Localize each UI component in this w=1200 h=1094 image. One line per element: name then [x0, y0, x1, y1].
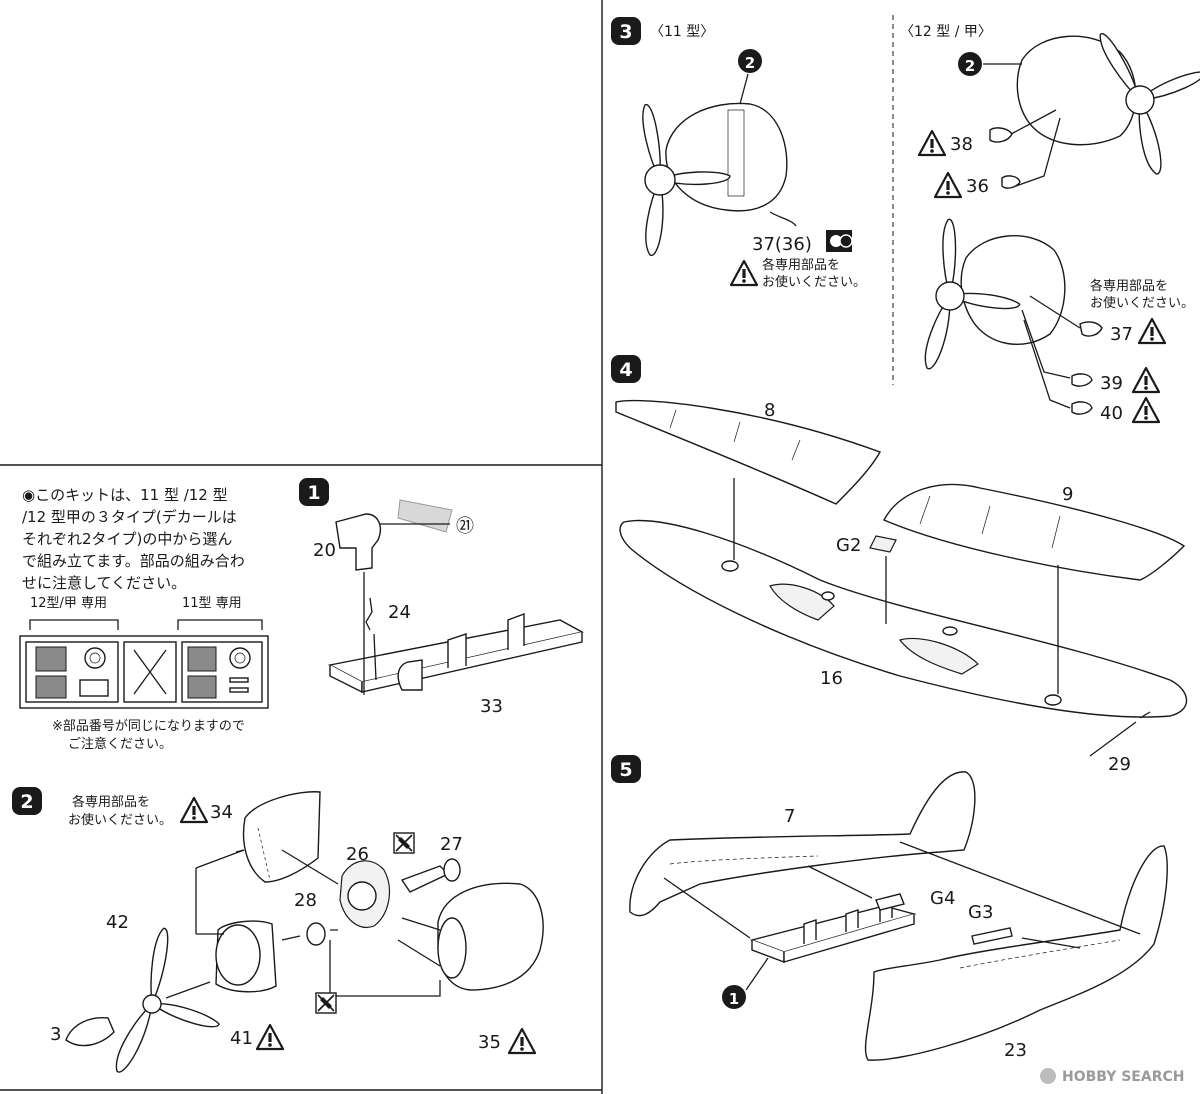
part-label: 33 [480, 696, 503, 717]
part-23-fuselage-half [864, 845, 1168, 1061]
watermark: HOBBY SEARCH [1040, 1068, 1184, 1085]
part-3-spinner [65, 1017, 115, 1047]
part-34-firewall [242, 791, 321, 883]
part-badge [958, 52, 982, 76]
part-label: G2 [836, 535, 861, 556]
part-label: 20 [313, 540, 336, 561]
part-9-wing-upper-right [883, 483, 1186, 581]
part-label: 29 [1108, 754, 1131, 775]
warning-triangle-icon [507, 1027, 537, 1055]
step-badge [611, 355, 641, 383]
step-number: 2 [20, 791, 33, 813]
intro-note: ご注意ください。 [68, 736, 172, 752]
variant-11: 〈11 型〉 [650, 24, 714, 40]
intro-note: ※部品番号が同じになりますので [52, 719, 245, 734]
step-3: 3 〈11 型〉 〈12 型 / 甲〉 2 37(36) 各専用部品を お使いく… [611, 4, 1200, 424]
step-5: 5 1 7 G4 G3 23 [611, 755, 1168, 1061]
part-8-wing-upper-left [615, 399, 882, 505]
part-label: 1 [729, 990, 739, 1008]
part-label: 23 [1004, 1040, 1027, 1061]
part-28-washer [306, 922, 326, 946]
intro-line: /12 型甲の３タイプ(デカールは [22, 508, 237, 526]
runner-label-left: 12型/甲 専用 [30, 596, 107, 611]
part-label: 37(36) [752, 234, 812, 255]
engine-assembly-12-ko [919, 218, 1103, 415]
part-label: 42 [106, 912, 129, 933]
part-G3 [971, 927, 1013, 945]
warning-triangle-icon [1131, 366, 1161, 394]
warning-triangle-icon [729, 259, 759, 287]
part-label: 37 [1110, 324, 1133, 345]
intro-line: ◉このキットは、11 型 /12 型 [22, 486, 228, 504]
part-label: 26 [346, 844, 369, 865]
step-note: 各専用部品を [762, 257, 840, 273]
step-note: 各専用部品を [1090, 278, 1168, 294]
step-badge [12, 787, 42, 815]
part-badge [722, 985, 746, 1009]
part-label: 28 [294, 890, 317, 911]
cut-mark-icon [393, 832, 415, 854]
part-label: G4 [930, 888, 955, 909]
engine-assembly-11 [642, 102, 797, 257]
part-label: 8 [764, 400, 775, 421]
warning-triangle-icon [255, 1023, 285, 1051]
watermark-text: HOBBY SEARCH [1062, 1069, 1184, 1085]
step-2: 2 各専用部品を お使いください。 34 26 27 28 42 3 41 [12, 787, 544, 1094]
warning-triangle-icon [933, 171, 963, 199]
part-label: 3 [50, 1024, 61, 1045]
part-G2 [869, 535, 897, 553]
paint-mark-icon [826, 230, 853, 252]
runner-diagram: 12型/甲 専用 11型 専用 ※部品番号が同じになりますので ご注意ください。 [19, 596, 269, 752]
intro-line: それぞれ2タイプ)の中から選ん [22, 530, 232, 548]
warning-triangle-icon [179, 796, 209, 824]
part-label: 27 [440, 834, 463, 855]
step-number: 5 [619, 759, 632, 781]
step-note: お使いください。 [1090, 295, 1194, 311]
step-note: お使いください。 [68, 812, 172, 828]
part-label: G3 [968, 902, 993, 923]
part-label: 2 [745, 54, 755, 72]
step-note: 各専用部品を [72, 794, 150, 810]
part-label: 9 [1062, 484, 1073, 505]
step-number: 4 [619, 359, 632, 381]
intro-line: せに注意してください。 [22, 574, 186, 592]
part-label: 38 [950, 134, 973, 155]
step-badge [299, 478, 329, 506]
engine-assembly-12 [989, 4, 1200, 189]
cut-mark-icon [315, 992, 337, 1014]
part-7-fuselage-half [629, 771, 976, 917]
step-number: 1 [307, 482, 320, 504]
step-number: 3 [619, 21, 632, 43]
warning-triangle-icon [917, 129, 947, 157]
part-label: 36 [966, 176, 989, 197]
part-label: 24 [388, 602, 411, 623]
part-label: 41 [230, 1028, 253, 1049]
part-label: 2 [965, 57, 975, 75]
part-badge [738, 49, 762, 73]
part-G4 [875, 893, 905, 911]
part-label: ㉑ [456, 516, 474, 537]
step-4: 4 8 9 G2 16 29 [611, 355, 1188, 775]
step-1: 1 20 ㉑ 24 33 [299, 478, 584, 717]
part-label: 7 [784, 806, 795, 827]
intro-line: で組み立てます。部品の組み合わ [22, 552, 245, 570]
intro-text: ◉このキットは、11 型 /12 型 /12 型甲の３タイプ(デカールは それぞ… [22, 486, 245, 592]
warning-triangle-icon [1137, 317, 1167, 345]
part-27-shaft [400, 865, 450, 893]
part-20-seatback [335, 513, 382, 571]
part-label: 16 [820, 668, 843, 689]
step-note: お使いください。 [762, 274, 866, 290]
part-16-wing-lower [619, 519, 1188, 718]
part-label: 39 [1100, 373, 1123, 394]
part-label: 40 [1100, 403, 1123, 424]
variant-12: 〈12 型 / 甲〉 [900, 24, 992, 40]
step-badge [611, 755, 641, 783]
part-label: 34 [210, 802, 233, 823]
runner-label-right: 11型 専用 [182, 596, 242, 611]
part-label: 35 [478, 1032, 501, 1053]
warning-triangle-icon [1131, 396, 1161, 424]
step-badge [611, 17, 641, 45]
